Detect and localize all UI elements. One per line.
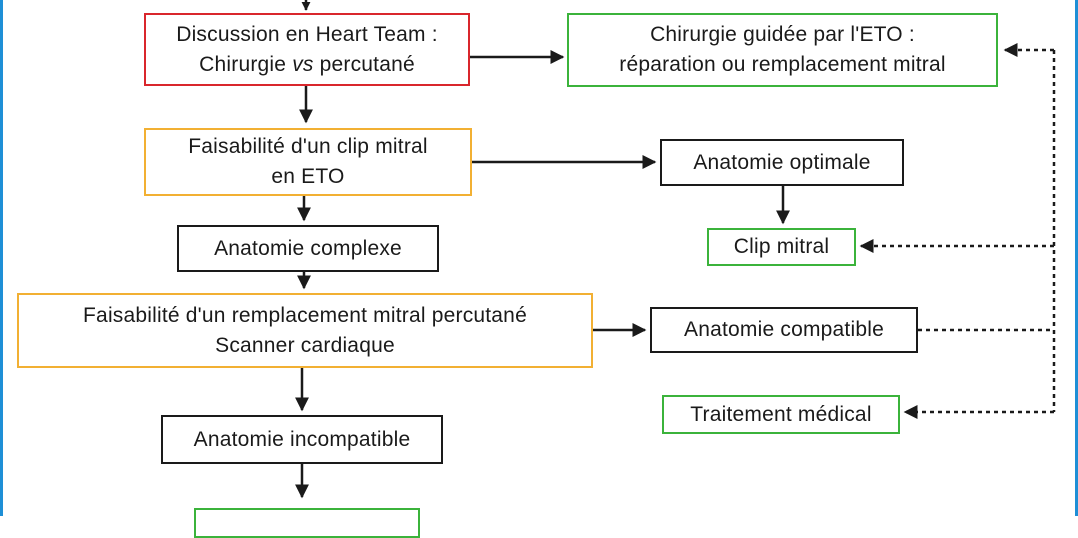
faisabilite-remplacement-line1: Faisabilité d'un remplacement mitral per… [83,303,527,327]
anatomie-complexe-label: Anatomie complexe [214,236,402,260]
faisabilite-clip-line2: en ETO [271,165,345,188]
anatomie-optimale-label: Anatomie optimale [693,150,871,174]
chirurgie-eto-line2: réparation ou remplacement mitral [619,53,946,76]
anatomie-incompatible-label: Anatomie incompatible [193,427,411,451]
node-anatomie-complexe: Anatomie complexe [177,225,439,272]
node-traitement-medical: Traitement médical [662,395,900,434]
node-clip-mitral: Clip mitral [707,228,856,266]
node-heart-team: Discussion en Heart Team : Chirurgie vs … [144,13,470,86]
frame-border-right [1075,0,1078,516]
node-faisabilite-clip: Faisabilité d'un clip mitral en ETO [144,128,472,196]
node-anatomie-compatible: Anatomie compatible [650,307,918,353]
clip-mitral-label: Clip mitral [733,235,830,258]
node-anatomie-optimale: Anatomie optimale [660,139,904,186]
chirurgie-eto-line1: Chirurgie guidée par l'ETO : [650,23,915,46]
traitement-medical-label: Traitement médical [690,402,872,426]
node-chirurgie-eto: Chirurgie guidée par l'ETO : réparation … [567,13,998,87]
faisabilite-clip-line1: Faisabilité d'un clip mitral [188,135,428,158]
connectors [295,0,1056,499]
heart-team-line1: Discussion en Heart Team : [176,22,438,46]
node-anatomie-incompatible: Anatomie incompatible [161,415,443,464]
node-faisabilite-remplacement: Faisabilité d'un remplacement mitral per… [17,293,593,368]
anatomie-compatible-label: Anatomie compatible [684,318,884,341]
faisabilite-remplacement-line2: Scanner cardiaque [215,333,395,357]
node-bottom-outcome [194,508,420,538]
heart-team-line2: Chirurgie vs percutané [199,52,415,76]
frame-border-left [0,0,3,516]
